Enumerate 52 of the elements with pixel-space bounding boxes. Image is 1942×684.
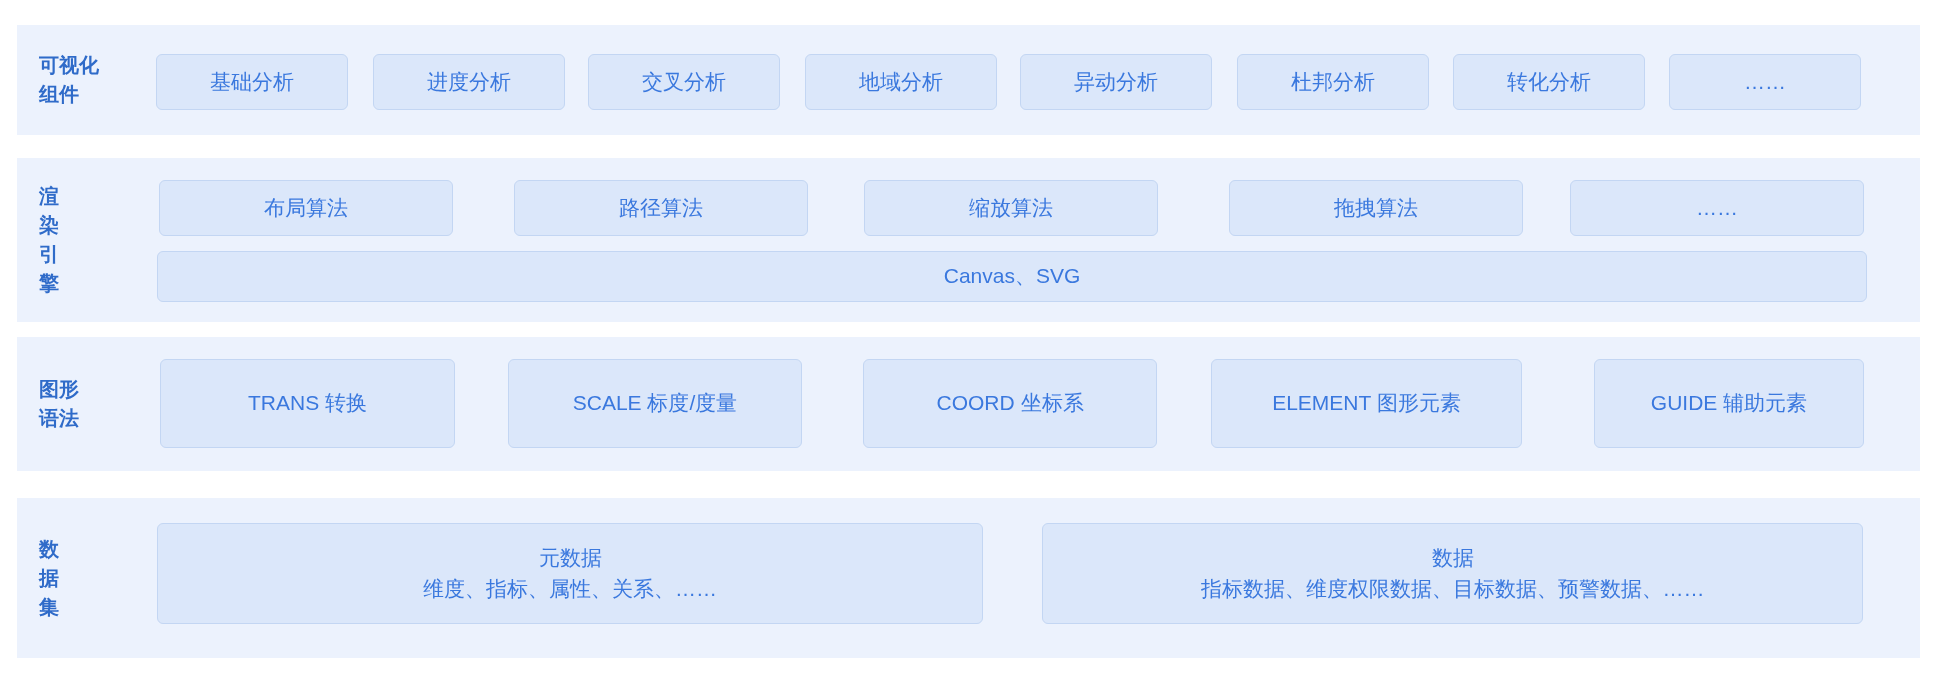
module-box bbox=[805, 54, 997, 110]
module-box bbox=[1570, 180, 1864, 236]
module-box bbox=[863, 359, 1157, 448]
module-box bbox=[864, 180, 1158, 236]
layer-band bbox=[17, 337, 1920, 471]
module-box bbox=[159, 180, 453, 236]
module-label: 元数据 bbox=[538, 545, 602, 572]
module-label: Canvas、SVG bbox=[943, 263, 1081, 290]
module-box bbox=[1237, 54, 1429, 110]
module-label: 布局算法 bbox=[264, 194, 348, 221]
module-box bbox=[1229, 180, 1523, 236]
module-label: 数据 bbox=[1431, 545, 1474, 572]
layer-band bbox=[17, 158, 1920, 322]
module-box bbox=[1669, 54, 1861, 110]
module-label: ELEMENT 图形元素 bbox=[1272, 390, 1461, 417]
module-box bbox=[1042, 523, 1863, 624]
module-label: 维度、指标、属性、关系、…… bbox=[423, 575, 717, 602]
layer-title: 数据集 bbox=[39, 536, 60, 620]
module-box bbox=[1453, 54, 1645, 110]
module-box bbox=[588, 54, 780, 110]
module-label: GUIDE 辅助元素 bbox=[1650, 390, 1808, 417]
module-box bbox=[1594, 359, 1864, 448]
module-label: COORD 坐标系 bbox=[936, 390, 1084, 417]
module-box bbox=[1211, 359, 1522, 448]
module-box bbox=[373, 54, 565, 110]
module-label: 异动分析 bbox=[1074, 68, 1158, 95]
layer-title: 图形语法 bbox=[39, 377, 80, 431]
module-box bbox=[508, 359, 802, 448]
layer-title: 可视化组件 bbox=[39, 53, 100, 107]
module-label: 拖拽算法 bbox=[1334, 194, 1418, 221]
module-label: 基础分析 bbox=[210, 68, 294, 95]
module-label: 缩放算法 bbox=[969, 194, 1053, 221]
layer-band bbox=[17, 25, 1920, 135]
module-label: …… bbox=[1696, 194, 1738, 221]
module-box bbox=[156, 54, 348, 110]
module-label: 地域分析 bbox=[859, 68, 943, 95]
module-box bbox=[157, 251, 1867, 302]
module-label: 进度分析 bbox=[427, 68, 511, 95]
module-label: 转化分析 bbox=[1507, 68, 1591, 95]
module-box bbox=[514, 180, 808, 236]
module-label: 路径算法 bbox=[619, 194, 703, 221]
module-label: …… bbox=[1744, 68, 1786, 95]
module-label: 指标数据、维度权限数据、目标数据、预警数据、…… bbox=[1200, 575, 1705, 602]
module-label: SCALE 标度/度量 bbox=[572, 390, 738, 417]
module-label: 杜邦分析 bbox=[1291, 68, 1375, 95]
module-label: TRANS 转换 bbox=[248, 390, 367, 417]
module-label: 交叉分析 bbox=[642, 68, 726, 95]
layer-title: 渲染引擎 bbox=[39, 184, 60, 296]
module-box bbox=[160, 359, 455, 448]
module-box bbox=[157, 523, 983, 624]
layer-band bbox=[17, 498, 1920, 658]
module-box bbox=[1020, 54, 1212, 110]
